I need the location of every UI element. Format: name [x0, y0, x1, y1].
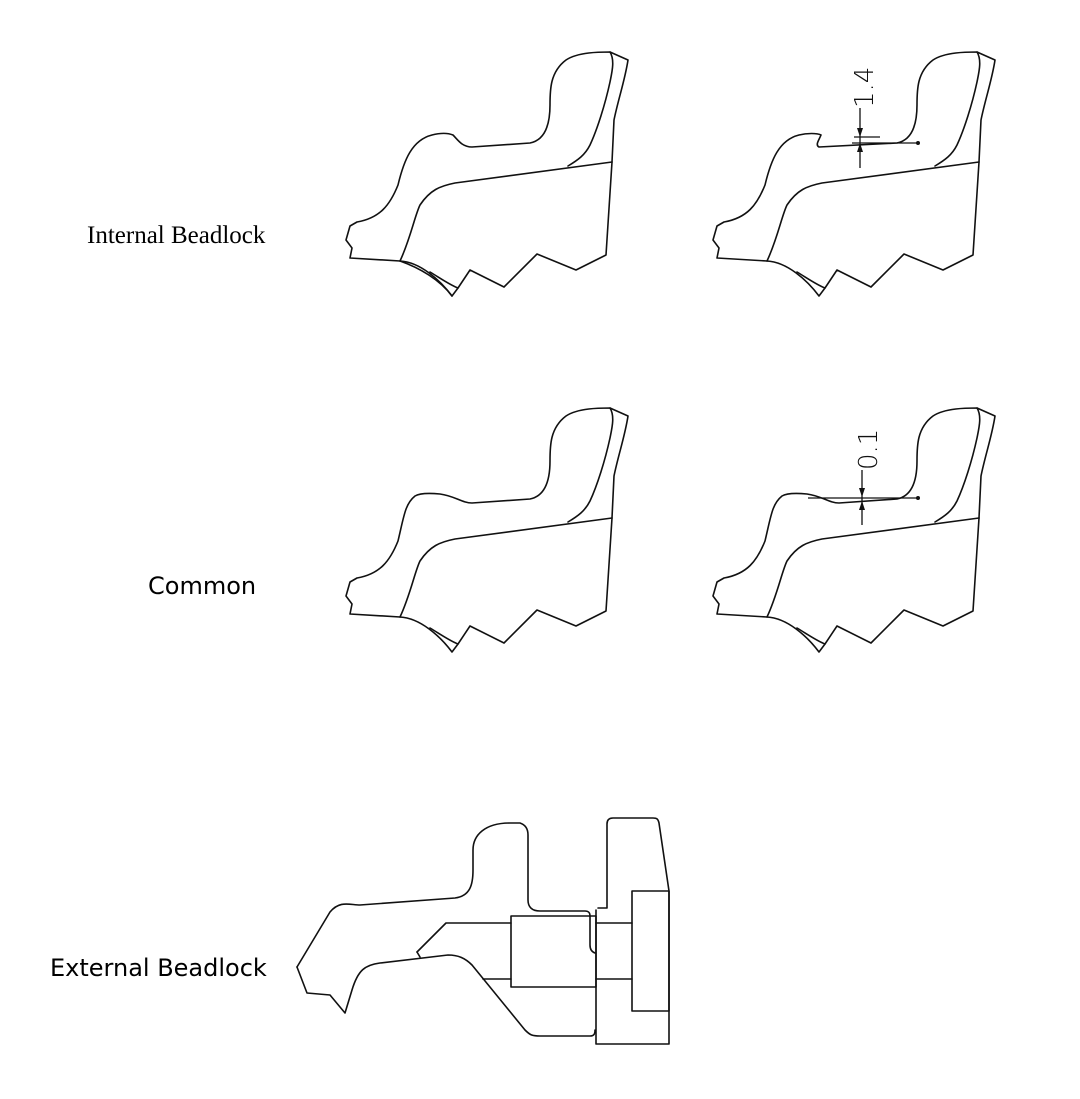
external-beadlock-profile — [296, 817, 670, 1045]
label-common: Common — [148, 572, 257, 600]
common-dimensioned-profile — [712, 407, 996, 653]
dimension-0-1: 0.1 — [808, 429, 920, 525]
dimension-value-1-4: 1.4 — [850, 67, 880, 108]
internal-beadlock-profile — [345, 51, 629, 297]
dimension-value-0-1: 0.1 — [854, 429, 884, 470]
dimension-1-4: 1.4 — [850, 67, 920, 168]
label-external-beadlock: External Beadlock — [50, 954, 267, 982]
internal-beadlock-dimensioned-profile — [712, 51, 996, 297]
label-internal-beadlock: Internal Beadlock — [87, 222, 266, 249]
common-profile — [345, 407, 629, 653]
